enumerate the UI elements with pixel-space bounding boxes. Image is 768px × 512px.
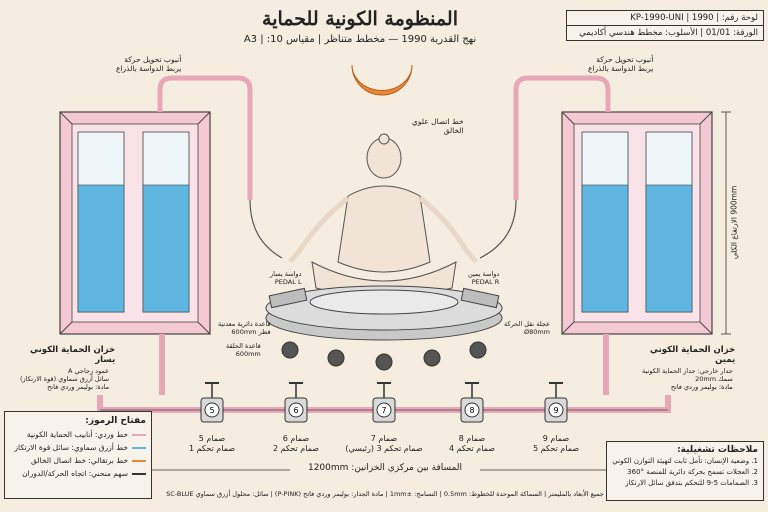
title-block-row-2: الورقة: 01/01 | الأسلوب: مخطط هندسي أكاد… [579, 28, 758, 38]
title-block: لوحة رقم: | KP-1990-UNI | 1990 الورقة: 0… [566, 10, 764, 41]
legend-item: خط وردي: أنابيب الحماية الكونية [10, 428, 146, 441]
title-block-row-1: لوحة رقم: | KP-1990-UNI | 1990 [567, 11, 763, 26]
valve-number: 7 [381, 406, 386, 415]
wheel-dims-label: قاعدة دائرية معدنية قطر 600mm [218, 320, 271, 336]
tank-right [561, 111, 713, 335]
valve-name: صمام 9 [542, 434, 570, 443]
tank-right-specs: جدار خارجي: جدار الحماية الكونية سمك 20m… [642, 367, 733, 391]
pedal-right [460, 287, 500, 309]
legend-item: خط برتقالي: خط اتصال الخالق [10, 454, 146, 467]
meditating-figure [288, 133, 478, 298]
link-right-arm [479, 199, 517, 259]
valve-7[interactable]: 7 [372, 382, 396, 423]
upper-link-label: خط اتصال علوي الخالق [412, 117, 464, 135]
valve-number: 9 [553, 406, 558, 415]
tank-left [59, 111, 211, 335]
valve-number: 6 [293, 406, 298, 415]
pedal-left [268, 287, 308, 309]
legend-text: سهم منحني: اتجاه الحركة/الدوران [22, 469, 128, 478]
valve-name: صمام 6 [282, 434, 310, 443]
notes-heading: ملاحظات تشغيلية: [677, 445, 758, 455]
legend-item: خط أزرق سماوي: سائل قوة الارتكاز [10, 441, 146, 454]
height-dimension-label: 900mm الارتفاع الكلي [729, 185, 739, 260]
page-title: المنظومة الكونية للحماية [262, 8, 458, 30]
valve-9[interactable]: 9 [544, 382, 568, 423]
valve-group: 5 6 7 8 9 [200, 382, 568, 423]
pedal-right-label: دواسة يمين PEDAL R [468, 270, 500, 286]
valve-5[interactable]: 5 [200, 382, 224, 423]
tank-left-specs: عمود زجاجي A سائل أزرق سماوي (قوة الارتك… [20, 367, 110, 391]
rotating-platform [265, 285, 503, 341]
platform-dims-label: قاعدة الحلقة 600mm [226, 342, 261, 358]
legend-item: سهم منحني: اتجاه الحركة/الدوران [10, 467, 146, 480]
page-subtitle: نهج القدرية 1990 — مخطط متناظر | مقياس 1… [243, 34, 477, 45]
legend-swatch [132, 473, 146, 475]
legend-text: خط وردي: أنابيب الحماية الكونية [26, 430, 128, 439]
note-item: 1. وضعية الإنسان: تأمل ثابت لتهيئة التوا… [612, 457, 758, 465]
pedal-left-label: دواسة يسار PEDAL L [270, 270, 302, 286]
legend-swatch [132, 434, 146, 436]
crescent-moon-icon [351, 64, 413, 96]
note-item: 3. الصمامات 5-9 للتحكم بتدفق سائل الارتك… [625, 479, 758, 487]
valve-name: صمام 8 [458, 434, 486, 443]
tank-right-title: خزان الحماية الكوني يمين [650, 345, 736, 365]
tube-left-upper [157, 75, 253, 200]
valve-6[interactable]: 6 [284, 382, 308, 423]
valve-number: 8 [469, 406, 474, 415]
note-item: 2. العجلات تسمح بحركة دائرية للمنصة °360 [627, 468, 758, 476]
notes-box: ملاحظات تشغيلية: 1. وضعية الإنسان: تأمل … [606, 441, 764, 501]
legend-text: خط أزرق سماوي: سائل قوة الارتكاز [14, 443, 128, 452]
valve-control-name: صمام تحكم 5 [532, 444, 580, 453]
wheel-right-label: عجلة نقل الحركة Ø80mm [504, 320, 551, 336]
legend-text: خط برتقالي: خط اتصال الخالق [31, 456, 128, 465]
tube-left-label: أنبوب تحويل حركة يربط الدواسة بالذراع [116, 55, 182, 73]
tank-left-title: خزان الحماية الكوني يسار [30, 345, 116, 365]
legend-swatch [132, 447, 146, 449]
tube-right-label: أنبوب تحويل حركة يربط الدواسة بالذراع [588, 55, 654, 73]
legend-box: مفتاح الرموز: خط وردي: أنابيب الحماية ال… [4, 411, 152, 499]
span-dimension-label: المسافة بين مركزي الخزانين: 1200mm [290, 463, 480, 473]
valve-name: صمام 5 [198, 434, 226, 443]
valve-8[interactable]: 8 [460, 382, 484, 423]
tube-right-upper [513, 75, 611, 200]
valve-control-name: صمام تحكم 3 (رئيسي) [345, 444, 423, 453]
valve-control-name: صمام تحكم 4 [448, 444, 496, 453]
height-dimension-line [721, 111, 731, 335]
valve-name: صمام 7 [370, 434, 398, 443]
link-left-arm [249, 199, 283, 259]
platform-wheels [281, 341, 487, 371]
footer-specs: جميع الأبعاد بالمليمتر | السماكة الموحدة… [166, 490, 604, 498]
legend-swatch [132, 460, 146, 462]
legend-heading: مفتاح الرموز: [85, 416, 146, 426]
valve-number: 5 [209, 406, 214, 415]
valve-control-name: صمام تحكم 1 [188, 444, 236, 453]
valve-control-name: صمام تحكم 2 [272, 444, 320, 453]
